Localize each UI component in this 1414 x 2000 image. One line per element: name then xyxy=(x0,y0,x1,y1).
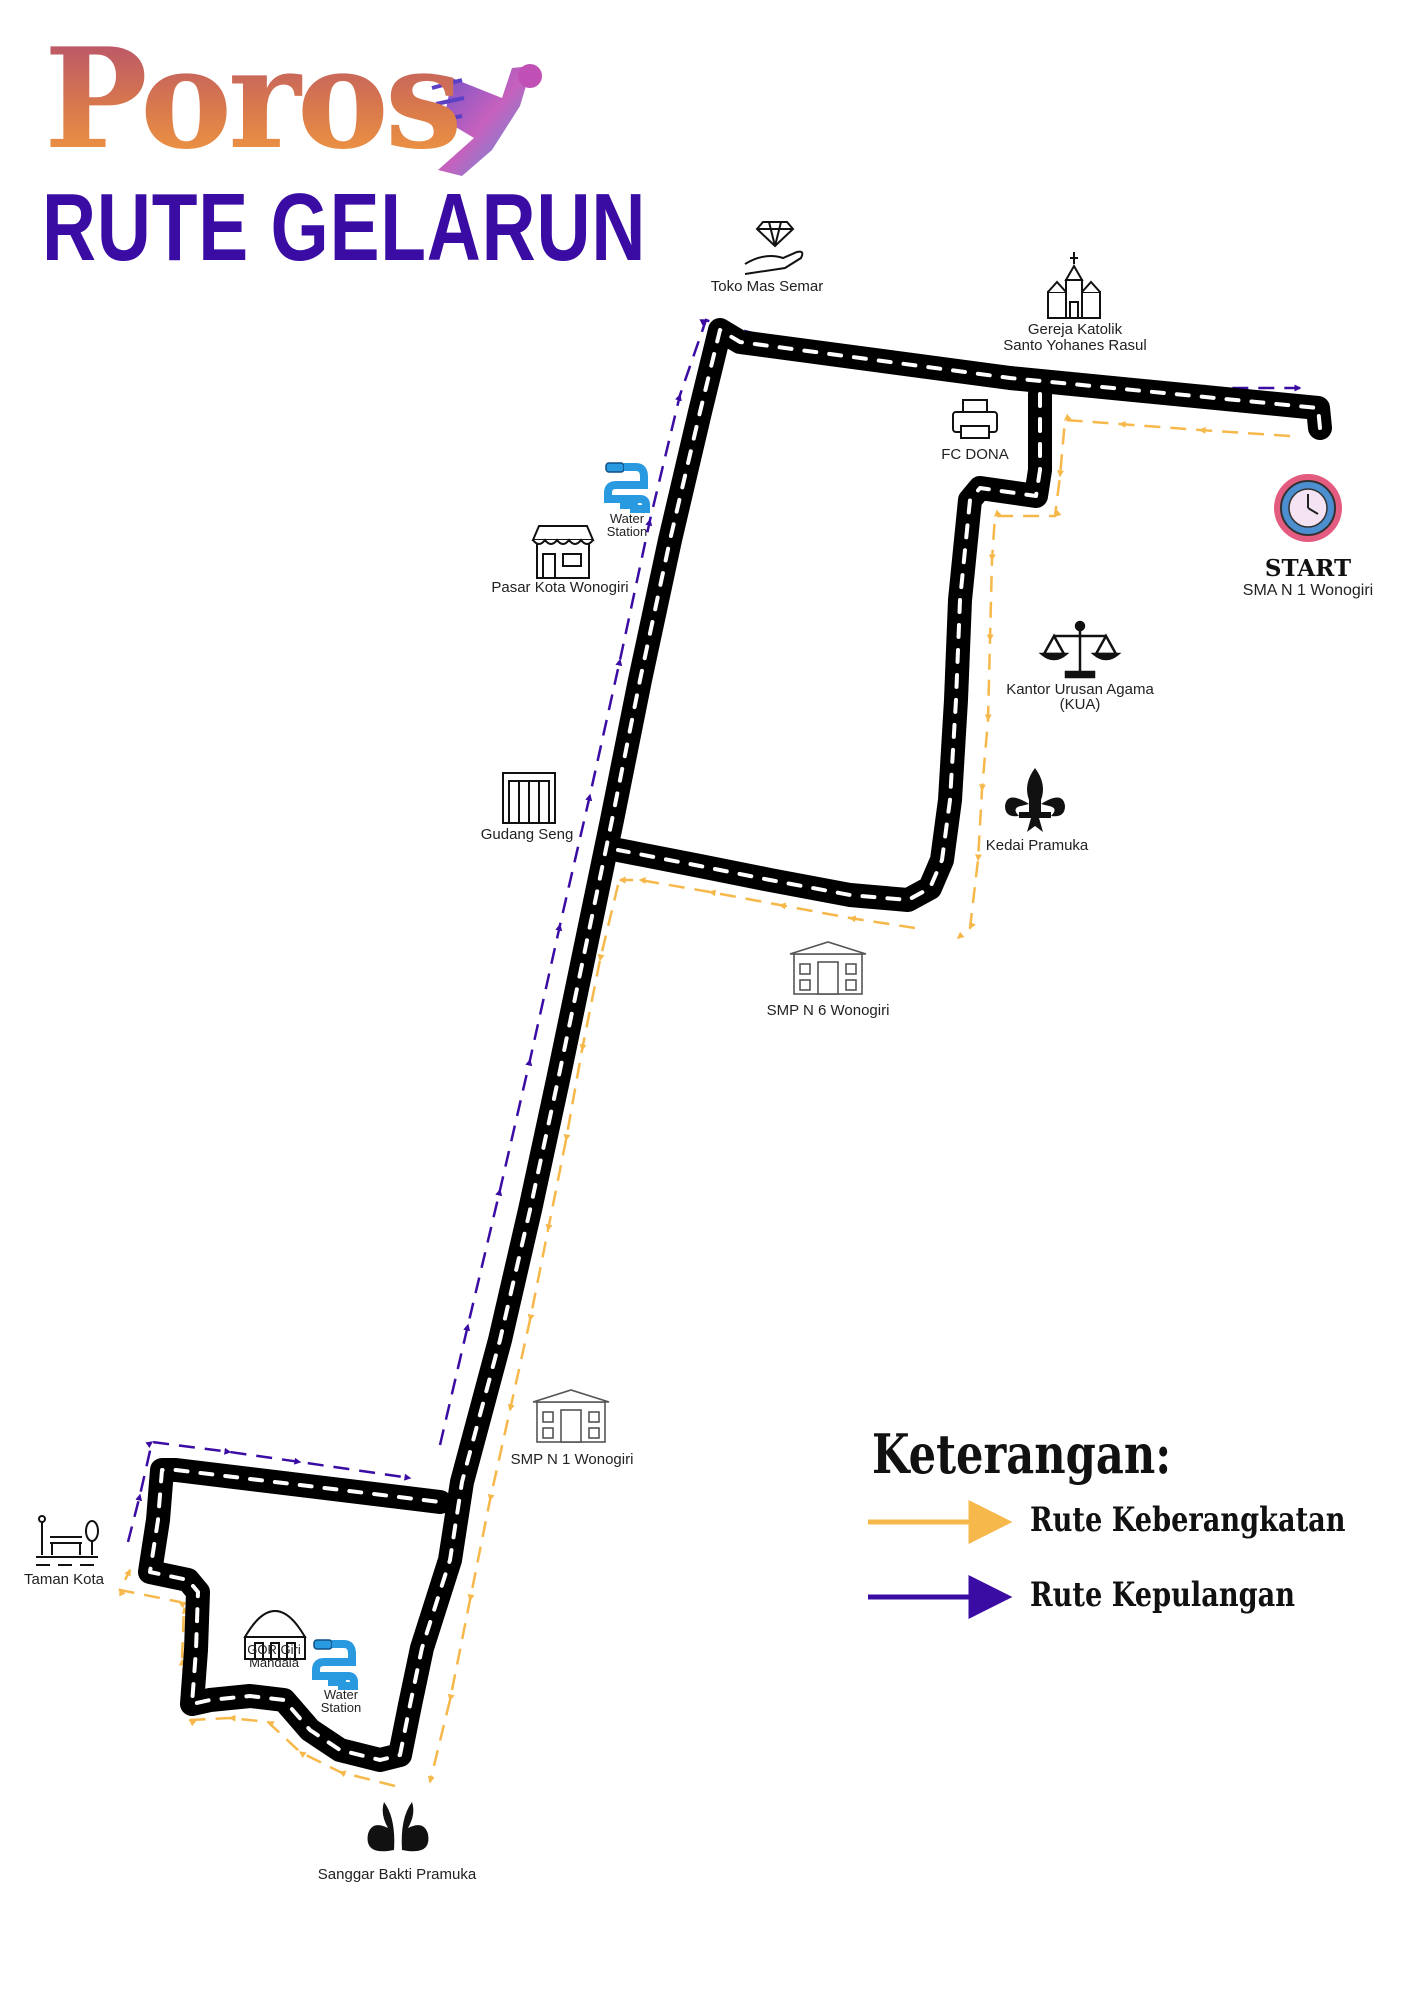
landmark-taman-kota: Taman Kota xyxy=(23,1571,105,1588)
departure-route xyxy=(118,413,1291,1788)
legend-departure-label: Rute Keberangkatan xyxy=(1030,1500,1346,1540)
landmark-water-station-south-line2: Station xyxy=(320,1700,362,1715)
landmark-water-station-north-line1: Water xyxy=(609,511,645,526)
landmark-fc-dona: FC DONA xyxy=(941,446,1009,463)
landmark-sanggar-bakti-pramuka: Sanggar Bakti Pramuka xyxy=(317,1866,477,1883)
landmark-kua-line1: Kantor Urusan Agama xyxy=(1006,681,1154,698)
church-icon xyxy=(1047,252,1101,319)
return-route-north xyxy=(438,318,1302,1446)
landmark-gereja-line2: Santo Yohanes Rasul xyxy=(1003,337,1147,354)
legend-title: Keterangan: xyxy=(872,1422,1172,1486)
page-title: RUTE GELARUN xyxy=(42,174,647,281)
scout-emblem-icon xyxy=(367,1802,429,1852)
departure-route-east xyxy=(956,413,1291,939)
return-route xyxy=(126,318,1302,1543)
scales-icon xyxy=(1038,620,1122,679)
start-place: SMA N 1 Wonogiri xyxy=(1242,582,1374,599)
landmark-gor-line1: GOR Giri xyxy=(247,1642,301,1657)
runner-logo-icon xyxy=(431,64,542,176)
fleur-de-lis-icon xyxy=(1005,768,1065,832)
stadium-icon xyxy=(243,1610,307,1660)
departure-route-loop xyxy=(118,1568,396,1788)
landmark-water-station-south-line1: Water xyxy=(323,1687,359,1702)
landmark-toko-mas-semar: Toko Mas Semar xyxy=(710,278,824,295)
school-icon xyxy=(532,1389,610,1443)
clock-logo-icon xyxy=(1274,474,1342,542)
park-bench-icon xyxy=(36,1515,99,1566)
school-icon xyxy=(789,941,867,995)
landmark-kua-line2: (KUA) xyxy=(1059,696,1101,713)
landmark-gudang-seng: Gudang Seng xyxy=(480,826,574,843)
landmark-gor-line2: Mandala xyxy=(249,1655,299,1670)
landmark-kedai-pramuka: Kedai Pramuka xyxy=(985,837,1089,854)
water-tap-icon xyxy=(312,1639,358,1690)
warehouse-icon xyxy=(502,772,556,824)
diamond-hand-icon xyxy=(744,221,804,275)
landmark-gereja-line1: Gereja Katolik xyxy=(1027,321,1123,338)
start-title: START xyxy=(1264,555,1352,582)
landmark-pasar-kota-wonogiri: Pasar Kota Wonogiri xyxy=(491,579,629,596)
return-route-south xyxy=(126,1440,412,1543)
logo-text: Poros xyxy=(44,17,463,180)
market-icon xyxy=(531,525,595,579)
landmark-smp-n-6: SMP N 6 Wonogiri xyxy=(766,1002,890,1019)
road xyxy=(138,318,1332,1772)
departure-route-south xyxy=(427,884,620,1784)
water-tap-icon xyxy=(604,462,650,513)
landmark-water-station-north-line2: Station xyxy=(606,524,648,539)
printer-icon xyxy=(952,399,998,439)
legend-return-label: Rute Kepulangan xyxy=(1030,1575,1296,1615)
departure-route-middle xyxy=(618,876,916,930)
landmark-smp-n-1: SMP N 1 Wonogiri xyxy=(510,1451,634,1468)
